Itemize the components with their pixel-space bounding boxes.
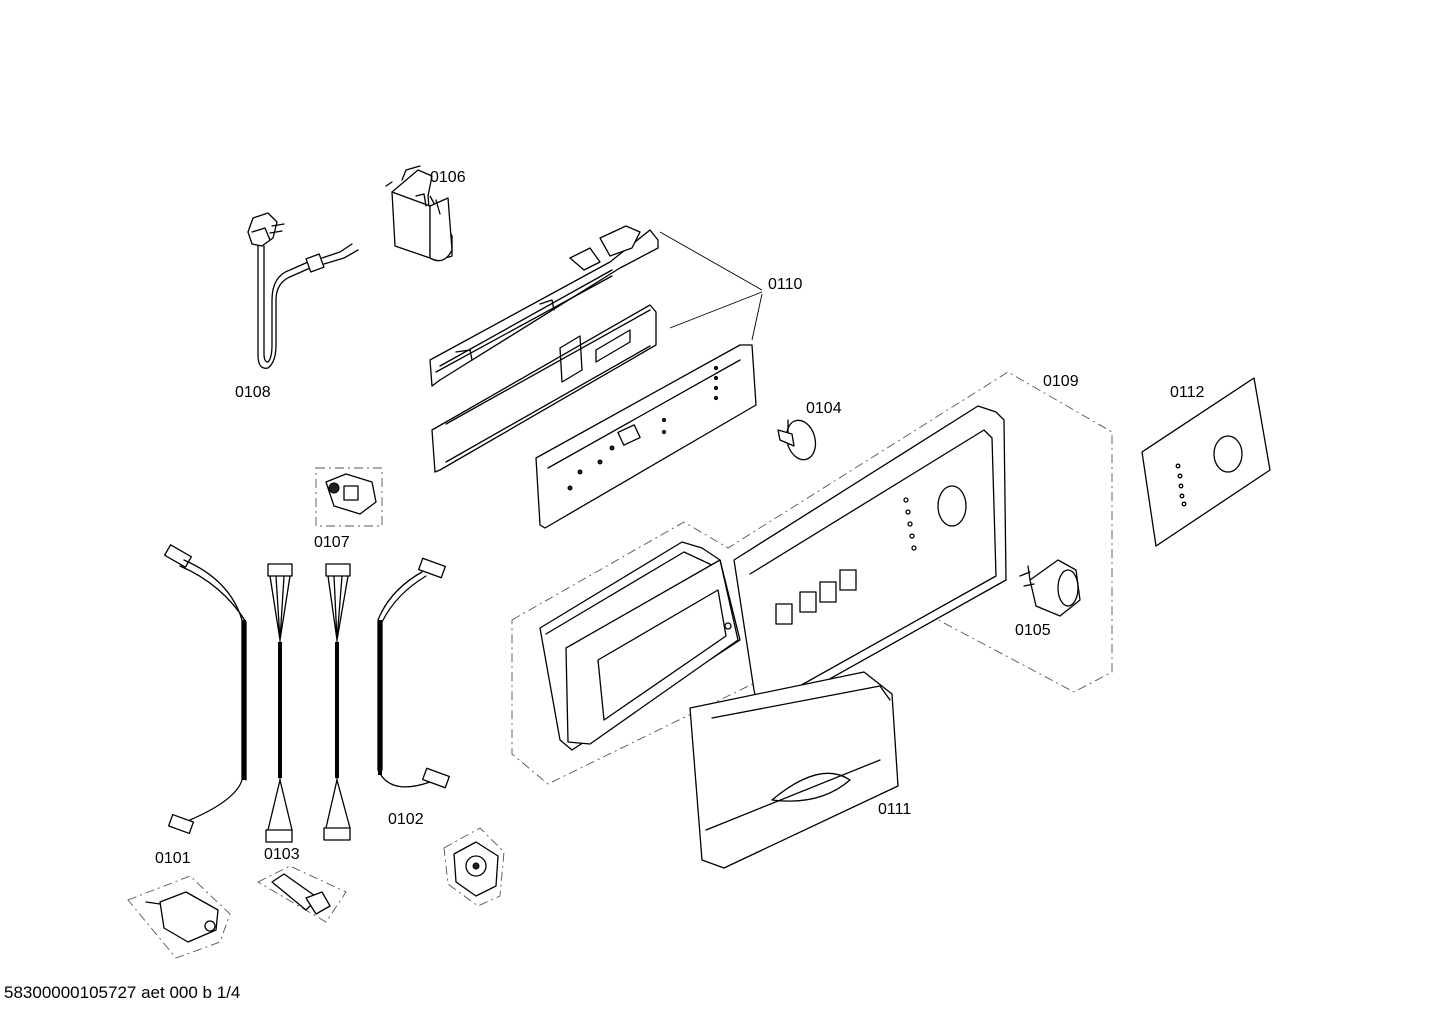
label-0102: 0102 [388,811,424,828]
part-0102-wire-harness[interactable] [377,557,450,789]
label-0105: 0105 [1015,622,1051,639]
part-0112-panel-label[interactable] [1141,377,1271,547]
label-0111: 0111 [878,801,912,818]
part-0109-control-panel[interactable] [511,371,1113,785]
part-sensor[interactable] [257,865,347,923]
part-0111-drawer-handle[interactable] [689,671,899,869]
part-rotary-switch[interactable] [443,827,505,907]
document-footer-id: 58300000105727 aet 000 b 1/4 [4,983,241,1002]
part-0105-program-knob[interactable] [1019,559,1081,617]
label-0108: 0108 [235,384,271,401]
part-0108-power-cord[interactable] [247,212,359,369]
label-0103: 0103 [264,846,300,863]
label-0110: 0110 [768,276,803,293]
part-0104-knob-shaft[interactable] [777,417,820,463]
label-0104: 0104 [806,400,842,417]
part-0101-wire-harness[interactable] [163,544,247,835]
part-door-lock[interactable] [127,875,231,959]
label-0112: 0112 [1170,384,1205,401]
part-0103-wire-harness-a[interactable] [265,563,293,843]
part-0106-filter[interactable] [385,165,453,262]
part-0103-wire-harness-b[interactable] [323,563,351,841]
label-0109: 0109 [1043,373,1079,390]
part-0110-electronic-module[interactable] [429,225,763,529]
part-0107-program-switch[interactable] [315,467,383,527]
label-0107: 0107 [314,534,350,551]
label-0101: 0101 [155,850,191,867]
label-0106: 0106 [430,169,466,186]
